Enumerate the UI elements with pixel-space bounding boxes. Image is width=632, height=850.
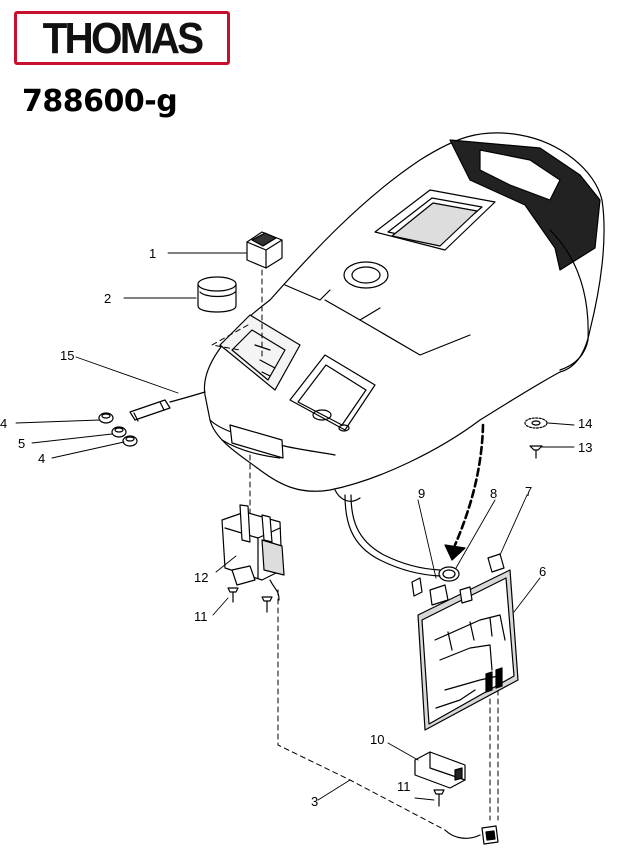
callout-labels: 1 2 3 4 4 5 6 7 8 9 10 11 11 12 13 14 15	[0, 246, 592, 809]
part-11-screws	[227, 587, 445, 807]
callout-11-upper: 11	[194, 609, 208, 624]
callout-4-lower: 4	[38, 451, 45, 466]
callout-1: 1	[149, 246, 156, 261]
part-15-cable-plug	[129, 391, 206, 422]
callout-5: 5	[18, 436, 25, 451]
part-9-tube	[344, 494, 441, 577]
callout-11-lower: 11	[397, 779, 411, 794]
brand-logo: THOMAS	[14, 11, 230, 65]
brand-logo-text: THOMAS	[42, 14, 205, 63]
housing-hood	[203, 132, 605, 502]
callout-15: 15	[60, 348, 74, 363]
part-6-circuit-board	[417, 569, 519, 731]
callout-9: 9	[418, 486, 425, 501]
callout-12: 12	[194, 570, 208, 585]
callout-4-upper: 4	[0, 416, 7, 431]
part-1-switch-button	[246, 231, 283, 269]
part-4-5-caps	[98, 412, 138, 447]
callout-13: 13	[578, 440, 592, 455]
callout-8: 8	[490, 486, 497, 501]
part-2-cylinder	[197, 276, 237, 313]
callout-10: 10	[370, 732, 384, 747]
part-14-13-washer-screw	[524, 417, 548, 459]
part-12-motor-assembly	[221, 504, 285, 601]
leader-lines	[15, 252, 575, 801]
part-7-clips	[411, 553, 505, 597]
assembly-arrow	[444, 423, 485, 561]
part-10-bracket	[414, 751, 466, 789]
callout-3: 3	[311, 794, 318, 809]
assembly-dashes	[211, 269, 499, 831]
callout-6: 6	[539, 564, 546, 579]
part-8-clamp	[438, 566, 460, 582]
callout-14: 14	[578, 416, 592, 431]
callout-7: 7	[525, 484, 532, 499]
model-number: 788600-g	[22, 84, 178, 119]
bottom-connector	[444, 825, 499, 845]
callout-2: 2	[104, 291, 111, 306]
